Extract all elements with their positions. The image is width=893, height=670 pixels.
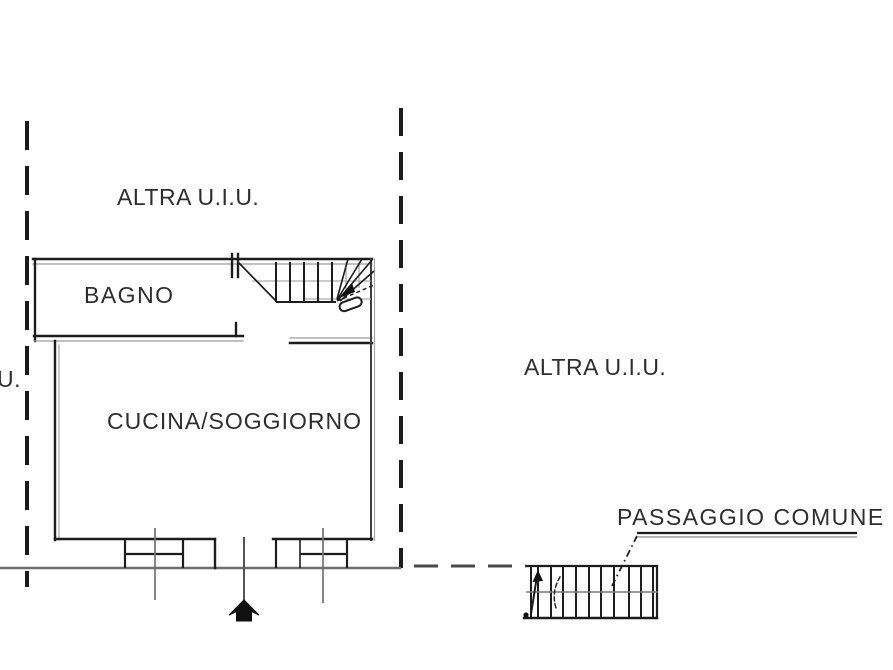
- window-right: [274, 528, 349, 603]
- unit-walls: [31, 252, 376, 570]
- common-passage-leader: [611, 531, 857, 587]
- label-adjacent-unit-top: ALTRA U.I.U.: [117, 184, 260, 210]
- label-common-passage: PASSAGGIO COMUNE: [617, 504, 885, 530]
- label-kitchen-living-room: CUCINA/SOGGIORNO: [107, 408, 362, 434]
- winder-stair: [238, 258, 375, 313]
- label-adjacent-unit-right: ALTRA U.I.U.: [524, 354, 667, 380]
- entrance-arrow-icon: [228, 599, 260, 622]
- window-left: [123, 528, 185, 600]
- label-adjacent-unit-left-partial: U.: [0, 366, 21, 392]
- common-stair: [522, 564, 659, 620]
- label-bathroom: BAGNO: [84, 282, 175, 308]
- lot-boundary-line: [0, 564, 526, 570]
